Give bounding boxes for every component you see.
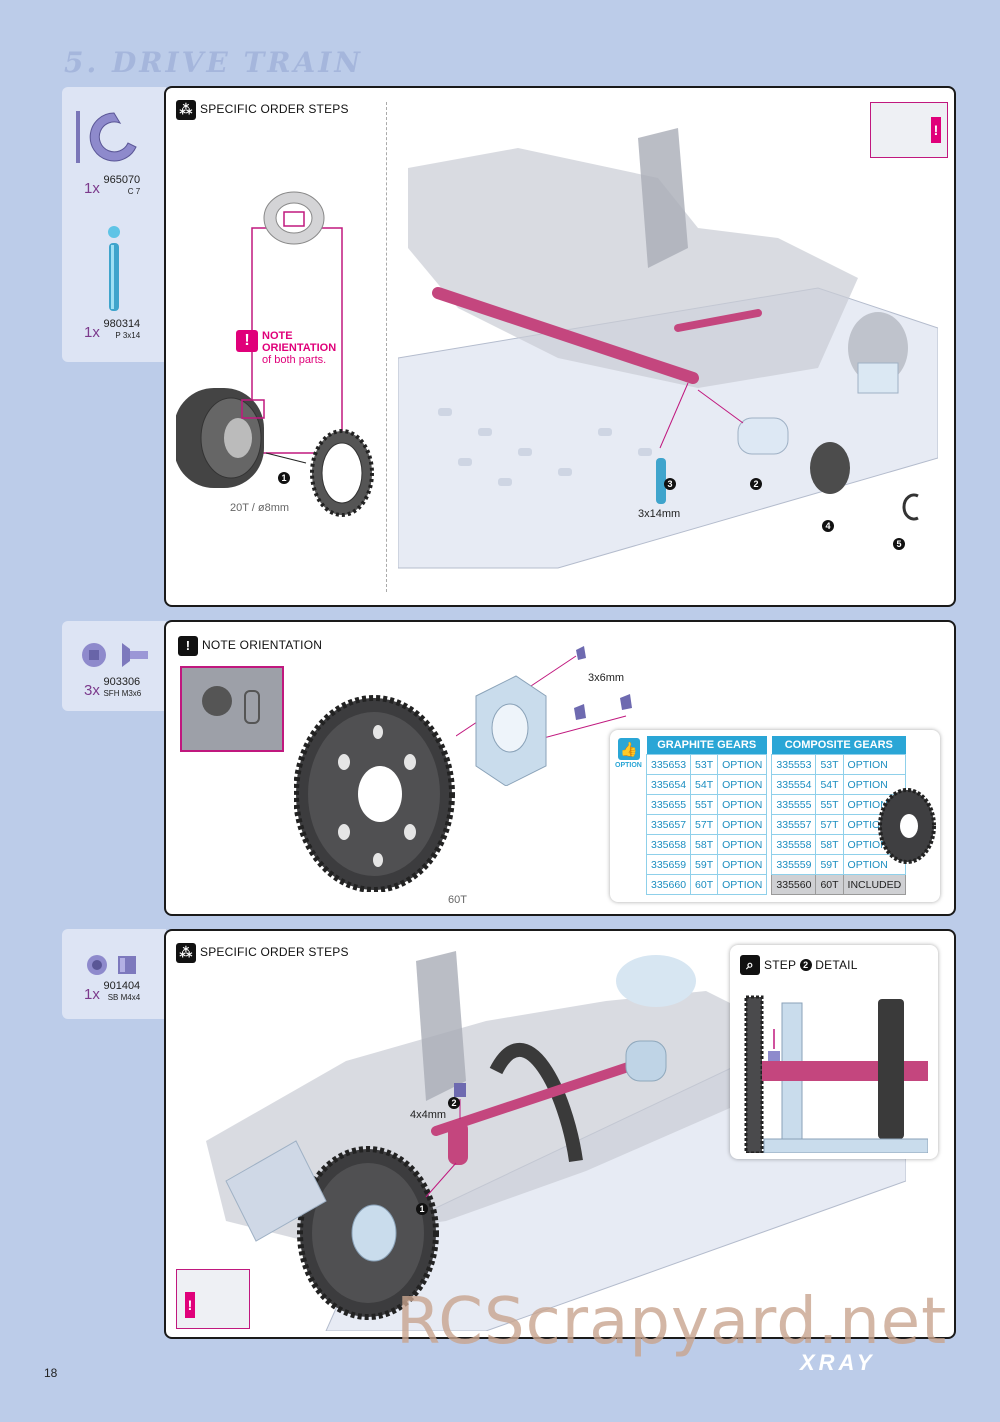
hub-and-screws-illustration <box>456 646 632 786</box>
warning-icon: ! <box>236 330 258 352</box>
graphite-gears-header: GRAPHITE GEARS <box>646 736 767 755</box>
callout-5: 5 <box>893 534 905 552</box>
callout-2: 2 <box>750 474 762 492</box>
brand-logo: XRAY <box>800 1350 876 1375</box>
set-screw-size-label: 4x4mm <box>410 1109 447 1121</box>
front-chassis-illustration <box>206 951 906 1331</box>
step1-panel: ⁂SPECIFIC ORDER STEPS 1 ! NOTE ORIENTATI… <box>164 86 956 607</box>
callout-2: 2 <box>448 1093 460 1111</box>
step2-panel: !NOTE ORIENTATION 3x6mm 60T 👍 OPTION <box>164 620 956 916</box>
option-gear-thumbnail <box>878 788 936 864</box>
pin-size-label: 3x14mm <box>638 508 681 520</box>
step3-panel: ⁂SPECIFIC ORDER STEPS 4x4mm 2 1 ! ⌕ STEP… <box>164 929 956 1339</box>
divider <box>386 102 387 592</box>
note-orientation-header: !NOTE ORIENTATION <box>178 636 322 656</box>
rear-chassis-illustration <box>398 128 938 569</box>
step2-detail-header: ⌕ STEP 2 DETAIL <box>740 955 858 975</box>
note-icon: ! <box>178 636 198 656</box>
pin-icon <box>106 225 122 313</box>
pulley-label: 20T / ø8mm <box>230 502 290 514</box>
e-clip-icon <box>74 107 154 165</box>
spur-gear-illustration <box>294 695 455 892</box>
option-label: OPTION <box>615 762 642 769</box>
magnifier-icon: ⌕ <box>740 955 760 975</box>
callout-4: 4 <box>822 516 834 534</box>
step2-detail-inset: ⌕ STEP 2 DETAIL <box>730 945 938 1159</box>
set-screw-icon <box>86 953 138 977</box>
specific-order-header: ⁂SPECIFIC ORDER STEPS <box>176 943 349 963</box>
callout-1: 1 <box>416 1199 428 1217</box>
gear-size-label: 60T <box>448 894 467 906</box>
detail-cross-section-illustration <box>744 995 928 1153</box>
warning-thumbnail-icon: ! <box>176 1269 250 1329</box>
page-number: 18 <box>44 1366 58 1380</box>
screw-size-label: 3x6mm <box>588 672 625 684</box>
order-steps-icon: ⁂ <box>176 943 196 963</box>
flat-head-screw-icon <box>80 639 150 671</box>
callout-1: 1 <box>278 468 290 486</box>
callout-3: 3 <box>664 474 676 492</box>
pulley-exploded-illustration <box>176 191 374 517</box>
specific-order-header: ⁂SPECIFIC ORDER STEPS <box>176 100 349 120</box>
orientation-detail-inset <box>180 666 284 752</box>
warning-thumbnail-icon: ! <box>870 102 948 158</box>
section-title: 5. DRIVE TRAIN <box>64 46 363 79</box>
composite-gears-header: COMPOSITE GEARS <box>771 736 906 755</box>
part-qty: 3x <box>84 682 100 699</box>
option-thumbs-up-icon: 👍 <box>618 738 640 760</box>
watermark: RCScrapyard.net <box>396 1285 948 1359</box>
order-steps-icon: ⁂ <box>176 100 196 120</box>
option-gears-box: 👍 OPTION GRAPHITE GEARS COMPOSITE GEARS … <box>610 730 940 902</box>
part-qty: 1x <box>84 986 100 1003</box>
note-orientation-warning: ! NOTE ORIENTATION of both parts. <box>236 330 336 366</box>
part-qty: 1x <box>84 324 100 341</box>
part-qty: 1x <box>84 180 100 197</box>
